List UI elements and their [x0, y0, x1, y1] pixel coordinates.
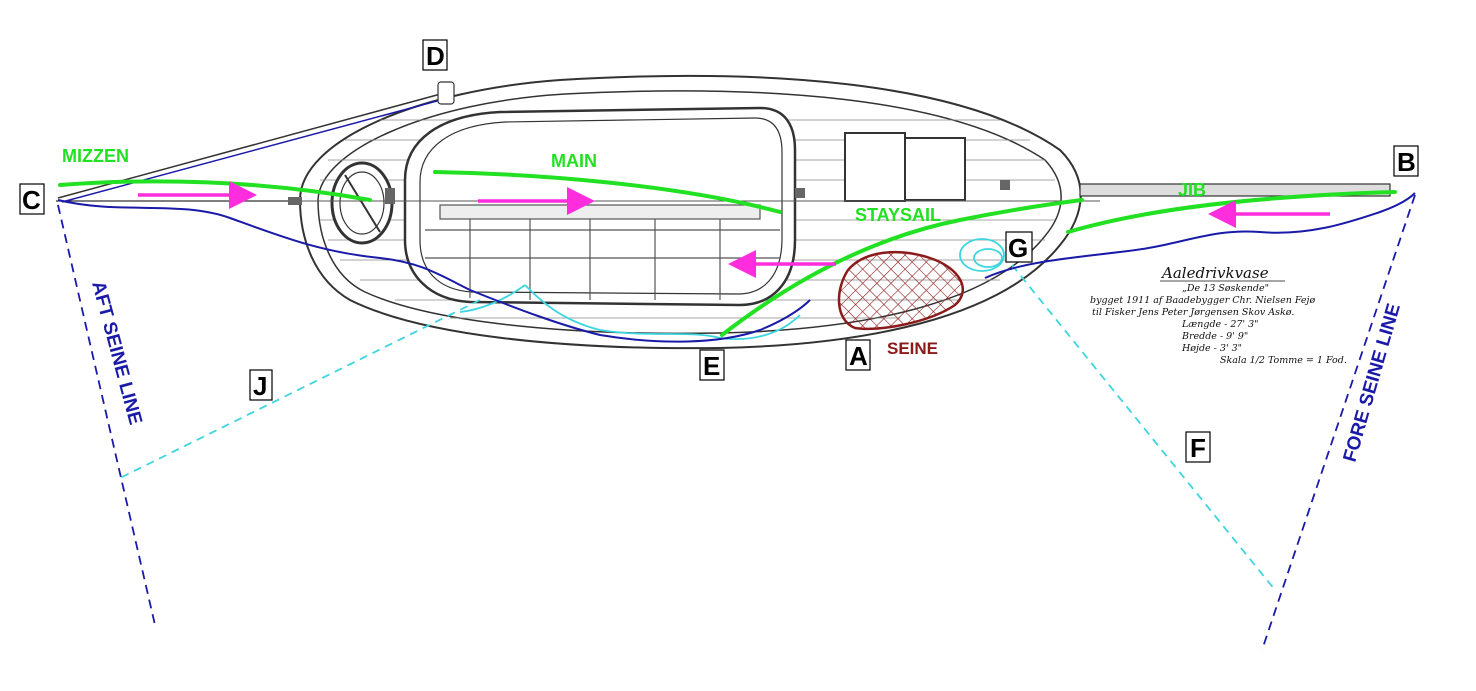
dashed-seine-lines	[57, 194, 1416, 651]
bowsprit	[1079, 183, 1391, 197]
maker-plate: Aaledrivkvase „De 13 Søskende" bygget 19…	[1090, 264, 1347, 366]
marker-d: D	[422, 39, 448, 71]
main-label: MAIN	[551, 151, 597, 171]
cyan-rope-lines	[459, 238, 1005, 340]
seine-label: SEINE	[887, 339, 938, 358]
jib-curve	[1066, 190, 1397, 234]
marker-a: A	[845, 339, 871, 371]
marker-d-text: D	[426, 41, 445, 71]
hull-outline	[298, 74, 1082, 350]
jib-label: JIB	[1178, 180, 1206, 200]
plate-line-5: Højde - 3' 3"	[1181, 343, 1242, 354]
marker-c: C	[19, 183, 45, 215]
marker-f: F	[1185, 431, 1211, 463]
fore-seine-line-label: FORE SEINE LINE	[1340, 301, 1405, 464]
marker-c-text: C	[22, 185, 41, 215]
marker-g-text: G	[1008, 233, 1028, 263]
fore-hatch	[844, 132, 906, 202]
plate-line-1: bygget 1911 af Baadebygger Chr. Nielsen …	[1090, 295, 1315, 306]
dashed-tow-lines	[119, 264, 1276, 591]
marker-j: J	[249, 369, 273, 401]
hull-gunwale	[317, 90, 1062, 335]
marker-e: E	[699, 349, 725, 381]
marker-b-text: B	[1397, 147, 1416, 177]
plate-title: Aaledrivkvase	[1160, 264, 1269, 282]
marker-b: B	[1393, 145, 1419, 177]
plate-subtitle: „De 13 Søskende"	[1182, 283, 1269, 294]
blue-seine-lines	[57, 192, 1416, 343]
marker-f-text: F	[1190, 433, 1206, 463]
aft-seine-line-label: AFT SEINE LINE	[87, 279, 146, 427]
plate-line-4: Bredde - 9' 9"	[1181, 331, 1248, 342]
plate-line-2: til Fisker Jens Peter Jørgensen Skov Ask…	[1092, 307, 1294, 318]
marker-e-text: E	[703, 351, 720, 381]
hull-drawing	[56, 74, 1391, 350]
mizzen-label: MIZZEN	[62, 146, 129, 166]
marker-j-text: J	[253, 371, 267, 401]
seine-net	[837, 250, 964, 331]
main-sail-curve	[433, 170, 782, 214]
plate-line-3: Længde - 27' 3"	[1181, 319, 1259, 330]
wind-arrows	[138, 181, 1330, 278]
plate-line-6: Skala 1/2 Tomme = 1 Fod.	[1220, 355, 1347, 366]
marker-a-text: A	[849, 341, 868, 371]
staysail-label: STAYSAIL	[855, 205, 941, 225]
staysail-curve	[720, 198, 1084, 337]
mizzen-sail-curve	[58, 179, 372, 202]
marker-g: G	[1005, 231, 1033, 263]
